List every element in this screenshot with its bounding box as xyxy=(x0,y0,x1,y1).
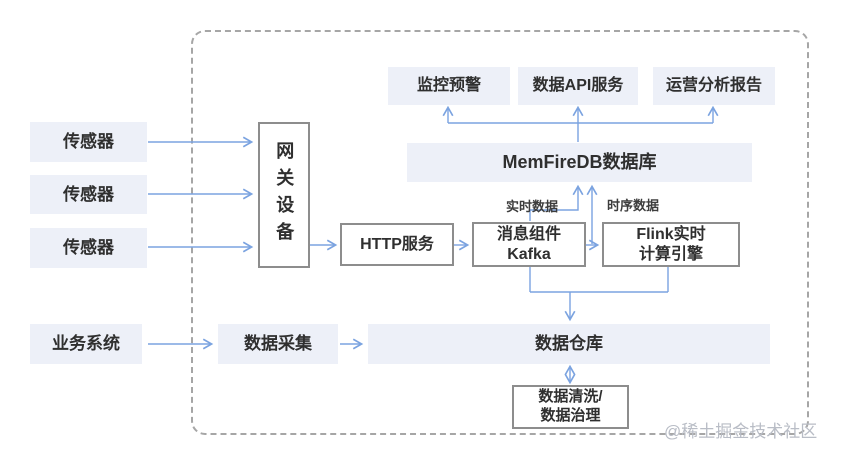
flink-label-line1: Flink实时 xyxy=(636,225,706,243)
node-sensor-2: 传感器 xyxy=(30,175,147,214)
kafka-label-line1: 消息组件 xyxy=(496,225,561,243)
node-http-service: HTTP服务 xyxy=(340,223,454,266)
clean-label-line2: 数据治理 xyxy=(540,407,601,424)
node-monitor-alert: 监控预警 xyxy=(388,67,510,105)
clean-label-line1: 数据清洗/ xyxy=(538,388,603,406)
platform-boundary-frame xyxy=(191,30,809,435)
node-memfiredb: MemFireDB数据库 xyxy=(407,143,752,182)
node-sensor-1: 传感器 xyxy=(30,122,147,162)
node-gateway: 网关设备 xyxy=(258,122,310,268)
gateway-label: 网关设备 xyxy=(274,141,295,249)
edge-label-realtime-data: 实时数据 xyxy=(506,199,559,214)
node-data-api-service: 数据API服务 xyxy=(518,67,638,105)
node-business-system: 业务系统 xyxy=(30,324,142,364)
node-data-clean: 数据清洗/ 数据治理 xyxy=(512,385,629,429)
kafka-label-line2: Kafka xyxy=(507,245,551,263)
node-kafka: 消息组件 Kafka xyxy=(472,222,586,267)
node-flink: Flink实时 计算引擎 xyxy=(602,222,740,267)
flink-label-line2: 计算引擎 xyxy=(638,245,703,263)
edge-label-timeseries-data: 时序数据 xyxy=(607,198,660,213)
node-sensor-3: 传感器 xyxy=(30,228,147,268)
node-analysis-report: 运营分析报告 xyxy=(653,67,775,105)
node-data-warehouse: 数据仓库 xyxy=(368,324,770,364)
watermark: @稀土掘金技术社区 xyxy=(664,422,818,441)
node-data-collect: 数据采集 xyxy=(218,324,338,364)
